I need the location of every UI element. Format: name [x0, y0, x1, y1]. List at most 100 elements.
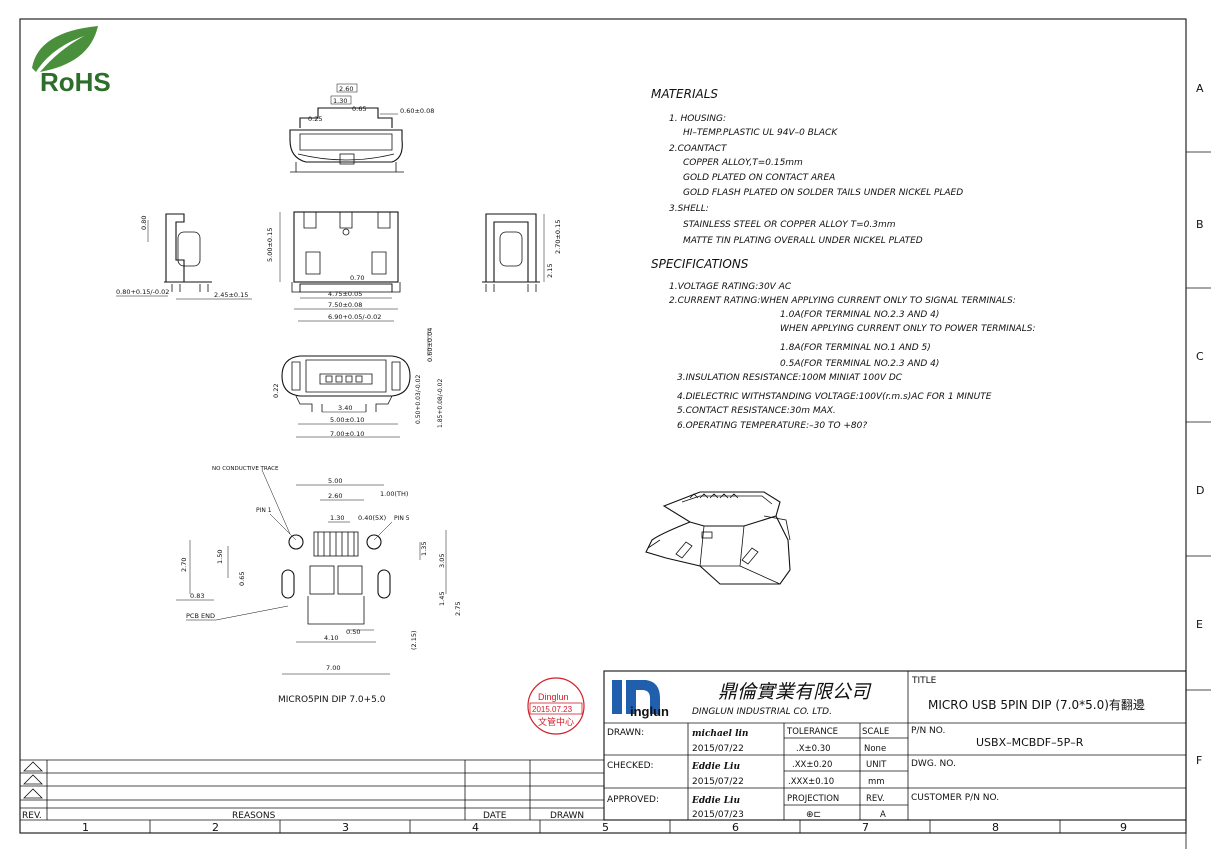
svg-text:0.50: 0.50 — [346, 628, 360, 636]
column-number: 8 — [992, 821, 999, 834]
reasons-header: REASONS — [232, 811, 276, 821]
svg-text:1.30: 1.30 — [330, 514, 344, 522]
materials-line: 3.SHELL: — [669, 204, 709, 214]
row-letter: A — [1196, 82, 1204, 95]
pcb-footprint-view: NO CONDUCTIVE TRACE 5.00 2.60 1.00(TH) 1… — [176, 466, 462, 675]
svg-text:(2.15): (2.15) — [410, 630, 418, 650]
row-letter: D — [1196, 484, 1204, 497]
materials-line: GOLD PLATED ON CONTACT AREA — [683, 173, 835, 183]
stamp-line: 文管中心 — [538, 716, 574, 728]
tolerance-value: .XX±0.20 — [792, 760, 832, 770]
spec-line: 2.CURRENT RATING:WHEN APPLYING CURRENT O… — [669, 296, 1016, 306]
date-header: DATE — [483, 811, 507, 821]
column-markers: 1 2 3 4 5 6 7 8 9 — [20, 819, 1186, 834]
drawn-label: DRAWN: — [607, 728, 644, 738]
row-markers: A B C D E F — [1186, 82, 1211, 767]
row-letter: B — [1196, 218, 1204, 231]
spec-line: 6.OPERATING TEMPERATURE:–30 TO +80? — [677, 421, 867, 431]
unit-label: UNIT — [866, 760, 887, 770]
rev-value: A — [880, 810, 886, 820]
svg-text:0.65: 0.65 — [238, 572, 246, 586]
spec-line: 1.VOLTAGE RATING:30V AC — [669, 282, 792, 292]
svg-text:1.35: 1.35 — [420, 542, 428, 556]
checked-date: 2015/07/22 — [692, 777, 744, 787]
part-title: MICRO USB 5PIN DIP (7.0*5.0)有翻邊 — [928, 698, 1145, 712]
svg-text:1.85+0.08/-0.02: 1.85+0.08/-0.02 — [437, 379, 444, 428]
spec-line: 0.5A(FOR TERMINAL NO.2.3 AND 4) — [780, 359, 939, 369]
spec-line: 1.8A(FOR TERMINAL NO.1 AND 5) — [780, 343, 931, 353]
svg-text:PIN 1: PIN 1 — [256, 507, 272, 514]
svg-text:4.75±0.05: 4.75±0.05 — [328, 290, 362, 298]
scale-label: SCALE — [862, 727, 889, 737]
svg-text:2.70±0.15: 2.70±0.15 — [554, 220, 562, 254]
svg-text:5.00±0.15: 5.00±0.15 — [266, 228, 274, 262]
column-number: 9 — [1120, 821, 1127, 834]
stamp-line: 2015.07.23 — [532, 705, 573, 714]
svg-text:3.05: 3.05 — [438, 554, 446, 568]
leaf-icon — [32, 26, 98, 72]
drawn-header: DRAWN — [550, 811, 584, 821]
checked-label: CHECKED: — [607, 761, 654, 771]
front-view: 5.00±0.15 0.70 4.75±0.05 7.50±0.08 6.90+… — [266, 211, 401, 322]
svg-text:4.10: 4.10 — [324, 634, 338, 642]
checked-name: Eddie Liu — [691, 762, 740, 772]
approval-stamp: Dinglun 2015.07.23 文管中心 — [527, 677, 585, 735]
svg-text:0.60±0.08: 0.60±0.08 — [400, 107, 434, 115]
row-letter: F — [1196, 754, 1202, 767]
svg-text:0.80: 0.80 — [140, 216, 148, 230]
svg-text:6.90+0.05/-0.02: 6.90+0.05/-0.02 — [328, 313, 381, 321]
svg-text:0.25: 0.25 — [308, 115, 322, 123]
specifications-heading: SPECIFICATIONS — [651, 257, 749, 271]
svg-text:0.80+0.15/-0.02: 0.80+0.15/-0.02 — [116, 288, 169, 296]
spec-line: 3.INSULATION RESISTANCE:100M MINIAT 100V… — [677, 373, 903, 383]
revision-block: REV. REASONS DATE DRAWN — [20, 759, 604, 821]
left-side-view: 0.80 0.80+0.15/-0.02 2.45±0.15 — [116, 213, 252, 300]
company-name-en: DINGLUN INDUSTRIAL CO. LTD. — [692, 707, 832, 717]
materials-line: GOLD FLASH PLATED ON SOLDER TAILS UNDER … — [683, 188, 963, 198]
column-number: 3 — [342, 821, 349, 834]
bottom-view: 0.60±0.04 0.22 3.40 5.00±0.10 7.00±0.10 … — [272, 328, 444, 438]
svg-text:PCB END: PCB END — [186, 612, 215, 620]
spec-line: 4.DIELECTRIC WITHSTANDING VOLTAGE:100V(r… — [677, 392, 992, 402]
svg-text:2.60: 2.60 — [339, 85, 353, 93]
svg-text:0.70: 0.70 — [350, 274, 364, 282]
pn-label: P/N NO. — [911, 726, 945, 736]
svg-text:3.40: 3.40 — [338, 404, 352, 412]
column-number: 2 — [212, 821, 219, 834]
column-number: 4 — [472, 821, 479, 834]
spec-line: 5.CONTACT RESISTANCE:30m MAX. — [677, 406, 836, 416]
svg-text:2.15: 2.15 — [546, 264, 554, 278]
top-view: 2.60 1.30 0.65 0.25 0.60±0.08 — [289, 83, 434, 173]
svg-text:0.40(5X): 0.40(5X) — [358, 514, 386, 522]
svg-text:2.75: 2.75 — [454, 602, 462, 616]
svg-text:0.65: 0.65 — [352, 105, 366, 113]
projection-label: PROJECTION — [787, 794, 839, 804]
svg-text:7.50±0.08: 7.50±0.08 — [328, 301, 362, 309]
svg-text:PIN 5: PIN 5 — [394, 515, 410, 522]
svg-text:0.50+0.03/-0.02: 0.50+0.03/-0.02 — [415, 375, 422, 424]
svg-text:7.00: 7.00 — [326, 664, 340, 672]
scale-value: None — [864, 744, 886, 754]
drawn-name: michael lin — [692, 729, 748, 739]
specifications-section: SPECIFICATIONS 1.VOLTAGE RATING:30V AC 2… — [651, 257, 1035, 431]
column-number: 6 — [732, 821, 739, 834]
unit-value: mm — [868, 777, 885, 787]
rev-header: REV. — [22, 811, 42, 821]
company-logo-text: inglun — [630, 704, 669, 719]
materials-section: MATERIALS 1. HOUSING: HI–TEMP.PLASTIC UL… — [651, 87, 963, 246]
row-letter: C — [1196, 350, 1204, 363]
approved-label: APPROVED: — [607, 795, 659, 805]
materials-line: 2.COANTACT — [669, 144, 728, 154]
svg-text:5.00±0.10: 5.00±0.10 — [330, 416, 364, 424]
svg-text:2.45±0.15: 2.45±0.15 — [214, 291, 248, 299]
svg-text:0.22: 0.22 — [272, 384, 280, 398]
svg-text:2.60: 2.60 — [328, 492, 342, 500]
tolerance-value: .X±0.30 — [796, 744, 831, 754]
svg-text:1.45: 1.45 — [438, 592, 446, 606]
svg-text:7.00±0.10: 7.00±0.10 — [330, 430, 364, 438]
column-number: 7 — [862, 821, 869, 834]
svg-text:NO CONDUCTIVE TRACE: NO CONDUCTIVE TRACE — [212, 466, 279, 472]
materials-line: HI–TEMP.PLASTIC UL 94V–0 BLACK — [683, 128, 838, 138]
company-logo-mark — [626, 680, 660, 714]
spec-line: 1.0A(FOR TERMINAL NO.2.3 AND 4) — [780, 310, 939, 320]
